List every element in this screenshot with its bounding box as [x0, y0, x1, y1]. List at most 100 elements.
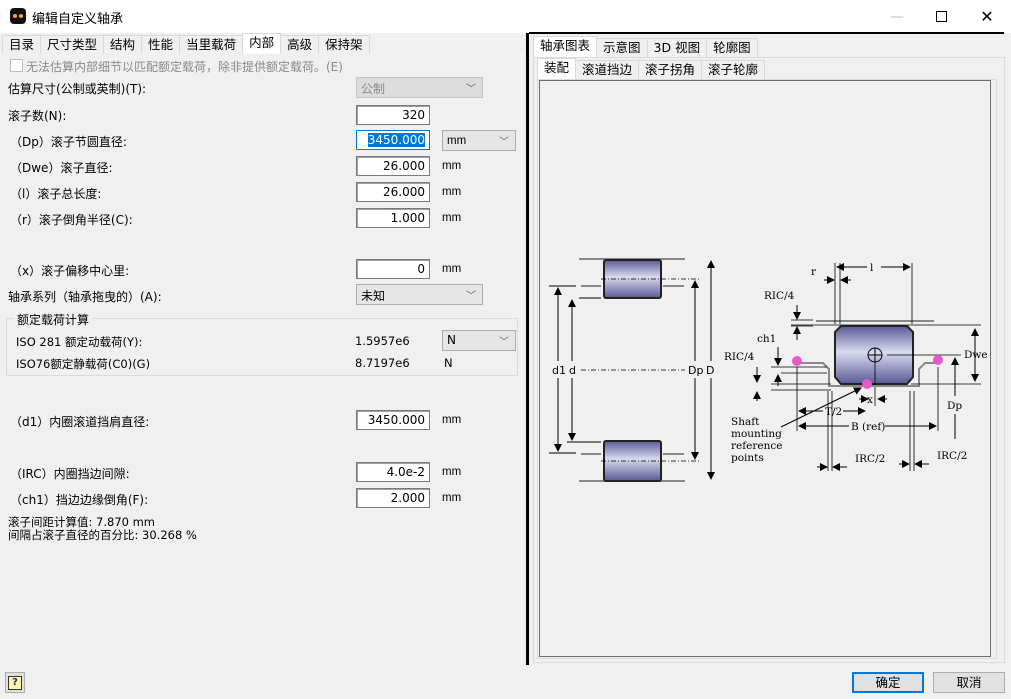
roller-length-unit: mm — [442, 186, 462, 198]
chevron-down-icon: ﹀ — [466, 291, 476, 302]
help-button[interactable]: ? — [5, 672, 25, 693]
pitch-diameter-unit: mm — [447, 135, 467, 147]
maximize-icon — [935, 11, 947, 22]
label-shaft-3: reference — [731, 440, 782, 452]
cancel-button[interactable]: 取消 — [933, 672, 1005, 693]
subtab-assembly[interactable]: 装配 — [537, 58, 577, 79]
tab-schematic[interactable]: 示意图 — [596, 38, 648, 57]
rib-edge-chamfer-unit: mm — [442, 492, 462, 504]
reference-point-center — [862, 379, 872, 389]
inner-rib-diameter-input[interactable]: 3450.000 — [356, 410, 430, 430]
reference-point-left — [792, 356, 802, 366]
tab-structure[interactable]: 结构 — [103, 35, 143, 54]
rib-edge-chamfer-input[interactable]: 2.000 — [356, 488, 430, 508]
label-T2: T/2 — [825, 406, 842, 418]
bearing-assembly-diagram: d1 d Dp D — [549, 258, 988, 482]
right-subtab-strip: 装配 滚道挡边 滚子拐角 滚子轮廓 — [537, 58, 766, 79]
reference-point-right — [933, 355, 943, 365]
tab-catalog[interactable]: 目录 — [2, 35, 42, 54]
tab-performance[interactable]: 性能 — [141, 35, 181, 54]
subtab-panel — [537, 79, 997, 659]
app-icon — [10, 8, 26, 24]
label-B-ref: B (ref) — [851, 421, 885, 433]
close-icon: ✕ — [980, 7, 994, 26]
close-button[interactable]: ✕ — [964, 0, 1010, 33]
help-icon: ? — [8, 675, 22, 690]
label-r: r — [811, 266, 817, 278]
chamfer-radius-input[interactable]: 1.000 — [356, 208, 430, 228]
label-irc2-right: IRC/2 — [937, 450, 967, 462]
chamfer-radius-unit: mm — [442, 212, 462, 224]
rated-load-groupbox — [6, 318, 518, 376]
tab-3d-view[interactable]: 3D 视图 — [646, 38, 708, 57]
label-Dp-detail: Dp — [947, 400, 962, 412]
label-l: l — [870, 262, 874, 274]
tab-internal[interactable]: 内部 — [242, 33, 282, 54]
ok-button[interactable]: 确定 — [852, 672, 924, 693]
chamfer-radius-label: （r）滚子倒角半径(C): — [10, 213, 133, 227]
cannot-estimate-checkbox[interactable] — [10, 59, 23, 72]
right-panel-top-border — [529, 32, 1004, 34]
roller-offset-label: （x）滚子偏移中心里: — [10, 264, 130, 278]
minimize-button[interactable]: — — [874, 0, 920, 33]
chevron-down-icon: ﹀ — [499, 337, 509, 348]
subtab-roller-corner[interactable]: 滚子拐角 — [638, 60, 703, 79]
tab-bearing-chart[interactable]: 轴承图表 — [533, 36, 598, 57]
roller-count-label: 滚子数(N): — [8, 109, 67, 123]
label-d1: d1 — [552, 364, 566, 377]
tab-advanced[interactable]: 高级 — [280, 35, 320, 54]
tab-equivalent-load[interactable]: 当里载荷 — [179, 35, 244, 54]
label-shaft-2: mounting — [731, 428, 782, 440]
minimize-icon: — — [890, 8, 904, 25]
tab-cage[interactable]: 保持架 — [318, 35, 370, 54]
assembly-diagram-canvas: d1 d Dp D — [539, 80, 991, 657]
panel-splitter[interactable] — [526, 33, 529, 665]
roller-diameter-unit: mm — [442, 160, 462, 172]
window-title: 编辑自定义轴承 — [32, 12, 124, 27]
label-irc2-left: IRC/2 — [855, 453, 885, 465]
chevron-down-icon: ﹀ — [466, 84, 476, 95]
dynamic-load-unit: N — [447, 333, 456, 347]
pitch-diameter-unit-select[interactable]: mm ﹀ — [442, 130, 516, 151]
tab-dimension-type[interactable]: 尺寸类型 — [40, 35, 105, 54]
label-x: x — [867, 394, 873, 406]
label-ric4-side: RIC/4 — [724, 351, 755, 363]
label-shaft-4: points — [731, 452, 764, 464]
pitch-diameter-label: （Dp）滚子节圆直径: — [10, 135, 127, 149]
left-tab-strip: 目录 尺寸类型 结构 性能 当里载荷 内部 高级 保持架 — [2, 33, 370, 54]
roller-diameter-label: （Dwe）滚子直径: — [10, 161, 113, 175]
inner-rib-clearance-unit: mm — [442, 466, 462, 478]
right-tab-strip: 轴承图表 示意图 3D 视图 轮廓图 — [533, 36, 758, 57]
estimate-size-value: 公制 — [361, 82, 386, 96]
label-ric4-top: RIC/4 — [764, 290, 795, 302]
bearing-series-select[interactable]: 未知 ﹀ — [356, 284, 483, 305]
label-Dwe: Dwe — [964, 349, 988, 361]
pitch-diameter-input[interactable]: 3450.000 — [356, 130, 430, 150]
roller-length-label: （l）滚子总长度: — [10, 187, 102, 201]
label-shaft-1: Shaft — [731, 416, 760, 428]
bearing-series-label: 轴承系列（轴承拖曳的）(A): — [8, 290, 162, 304]
static-load-value: 8.7197e6 — [355, 356, 410, 370]
estimate-size-select[interactable]: 公制 ﹀ — [356, 77, 483, 98]
label-D: D — [706, 364, 714, 377]
title-bar: 编辑自定义轴承 — ✕ — [0, 0, 1011, 33]
subtab-roller-profile[interactable]: 滚子轮廓 — [701, 60, 766, 79]
subtab-raceway-rib[interactable]: 滚道挡边 — [575, 60, 640, 79]
pitch-diameter-value: 3450.000 — [367, 133, 425, 147]
roller-diameter-input[interactable]: 26.000 — [356, 156, 430, 176]
roller-spacing-text: 滚子间距计算值: 7.870 mm — [8, 515, 156, 529]
roller-count-input[interactable]: 320 — [356, 105, 430, 125]
roller-offset-input[interactable]: 0 — [356, 259, 430, 279]
dynamic-load-unit-select[interactable]: N ﹀ — [442, 330, 516, 351]
inner-rib-clearance-input[interactable]: 4.0e-2 — [356, 462, 430, 482]
spacing-percent-text: 间隔占滚子直径的百分比: 30.268 % — [8, 528, 197, 542]
detail-view — [753, 263, 981, 471]
static-load-unit: N — [444, 356, 453, 370]
maximize-button[interactable] — [918, 0, 964, 33]
dynamic-load-label: ISO 281 额定动载荷(Y): — [16, 335, 143, 349]
rib-edge-chamfer-label: （ch1）挡边边缘倒角(F): — [10, 493, 149, 507]
estimate-size-label: 估算尺寸(公制或英制)(T): — [8, 82, 147, 96]
tab-profile[interactable]: 轮廓图 — [706, 38, 758, 57]
roller-length-input[interactable]: 26.000 — [356, 182, 430, 202]
label-ch1: ch1 — [757, 333, 776, 345]
